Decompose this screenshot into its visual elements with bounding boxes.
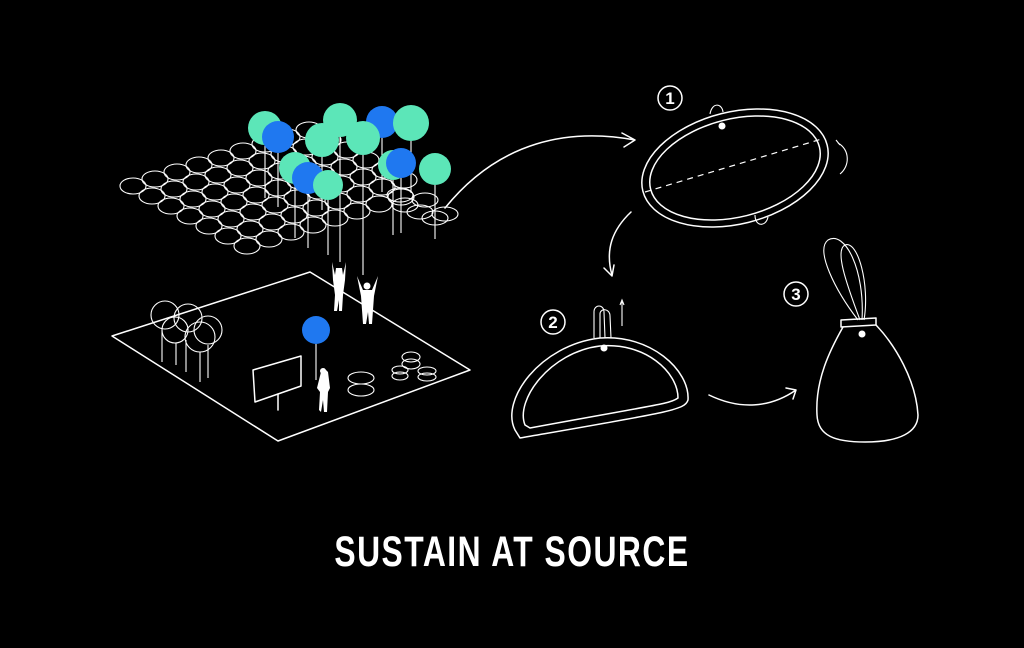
step-1-ring (641, 104, 848, 228)
canopy-disc (302, 199, 330, 217)
person-2 (357, 276, 378, 324)
canopy-disc (176, 207, 204, 225)
canopy-disc (277, 223, 305, 241)
canopy-disc (321, 209, 349, 227)
canopy-disc (185, 156, 213, 174)
heads (320, 269, 371, 374)
canopy-disc (299, 216, 327, 234)
canopy-disc (245, 169, 273, 187)
canopy-disc (201, 183, 229, 201)
balloon (305, 123, 339, 157)
balloon (386, 148, 416, 178)
canopy-disc (204, 166, 232, 184)
canopy-disc (119, 177, 147, 195)
balloon (313, 170, 343, 200)
canopy-disc (411, 192, 439, 208)
ground-balloon (302, 316, 330, 344)
person-1 (332, 262, 346, 311)
trees (150, 300, 223, 382)
canopy-disc (258, 213, 286, 231)
canopy-disc (220, 193, 248, 211)
canopy-disc (160, 180, 188, 198)
canopy-disc (182, 173, 210, 191)
stools (347, 351, 437, 397)
step-2-bag (511, 298, 689, 439)
page-title: SUSTAIN AT SOURCE (0, 528, 1024, 577)
balloon (346, 121, 380, 155)
billboard (252, 355, 302, 411)
balloon-strings (264, 137, 436, 275)
canopy-disc (214, 227, 242, 245)
balloon-cluster (248, 103, 451, 200)
canopy-disc (141, 170, 169, 188)
canopy-disc (198, 200, 226, 218)
step-3-bag (816, 237, 919, 443)
canopy-disc (233, 237, 261, 255)
arrow-to-step-2 (603, 211, 632, 277)
balloon (393, 105, 429, 141)
canopy-disc (236, 220, 264, 238)
canopy-disc (261, 196, 289, 214)
canopy-disc (195, 217, 223, 235)
canopy-disc (138, 187, 166, 205)
balloon (262, 121, 294, 153)
person-3 (317, 368, 330, 412)
canopy-disc (207, 149, 235, 167)
canopy-disc (179, 190, 207, 208)
step-3-badge: 3 (783, 281, 809, 307)
step-1-badge: 1 (657, 85, 683, 111)
people-silhouettes (317, 262, 378, 412)
canopy-disc (386, 187, 414, 203)
canopy-disc (223, 176, 251, 194)
step-2-badge: 2 (540, 309, 566, 335)
canopy-disc (248, 152, 276, 170)
step-3-number: 3 (791, 285, 800, 304)
step-2-number: 2 (548, 313, 557, 332)
canopy-disc (242, 186, 270, 204)
canopy-disc (163, 163, 191, 181)
canopy-disc (226, 159, 254, 177)
canopy-disc (255, 230, 283, 248)
canopy-disc (217, 210, 245, 228)
arrow-to-step-3 (708, 387, 797, 406)
title-text: SUSTAIN AT SOURCE (334, 528, 690, 576)
step-1-number: 1 (665, 89, 674, 108)
canopy-disc (346, 185, 374, 203)
canopy-disc (239, 203, 267, 221)
canopy-disc (343, 202, 371, 220)
canopy-disc (157, 197, 185, 215)
canopy-disc (280, 206, 308, 224)
canopy-disc (229, 142, 257, 160)
canopy-disc (283, 189, 311, 207)
arrow-to-step-1 (444, 132, 636, 209)
balloon (419, 153, 451, 185)
canopy-disc (330, 158, 358, 176)
ground-platform (111, 271, 471, 442)
